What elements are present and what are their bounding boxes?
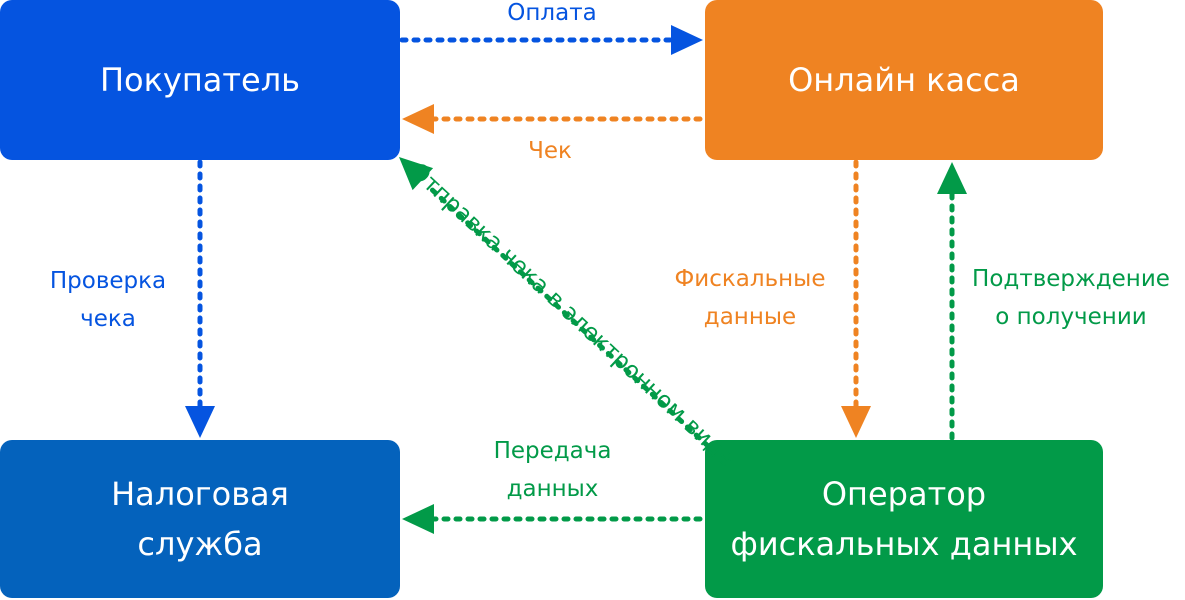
arrowhead-icon [841,406,871,438]
label-data-transfer: Передача данных [493,438,612,502]
edge-fiscal-data [841,159,871,438]
node-fiscal-operator-label: Оператор фискальных данных [730,475,1078,563]
node-tax-service: Налоговая служба [0,440,400,598]
label-payment: Оплата [507,0,597,26]
edge-payment [399,25,703,55]
label-check: Проверка чека [49,268,167,332]
node-online-kassa-label: Онлайн касса [788,61,1020,99]
node-buyer-label: Покупатель [99,61,301,99]
label-fiscal-data: Фискальные данные [674,266,826,330]
node-tax-service-label: Налоговая служба [111,475,289,563]
arrowhead-icon [402,504,434,534]
node-buyer: Покупатель [0,0,400,160]
edge-electronic-receipt [399,157,711,449]
label-receipt: Чек [528,138,572,164]
edge-confirmation [937,162,967,441]
edge-data-transfer [402,504,703,534]
arrowhead-icon [185,406,215,438]
label-confirmation: Подтверждение о получении [972,266,1170,330]
edge-receipt [402,104,703,134]
edge-check [185,159,215,438]
arrowhead-icon [399,157,434,191]
node-fiscal-operator: Оператор фискальных данных [705,440,1103,598]
arrowhead-icon [671,25,703,55]
arrowhead-icon [402,104,434,134]
node-online-kassa: Онлайн касса [705,0,1103,160]
arrowhead-icon [937,162,967,194]
